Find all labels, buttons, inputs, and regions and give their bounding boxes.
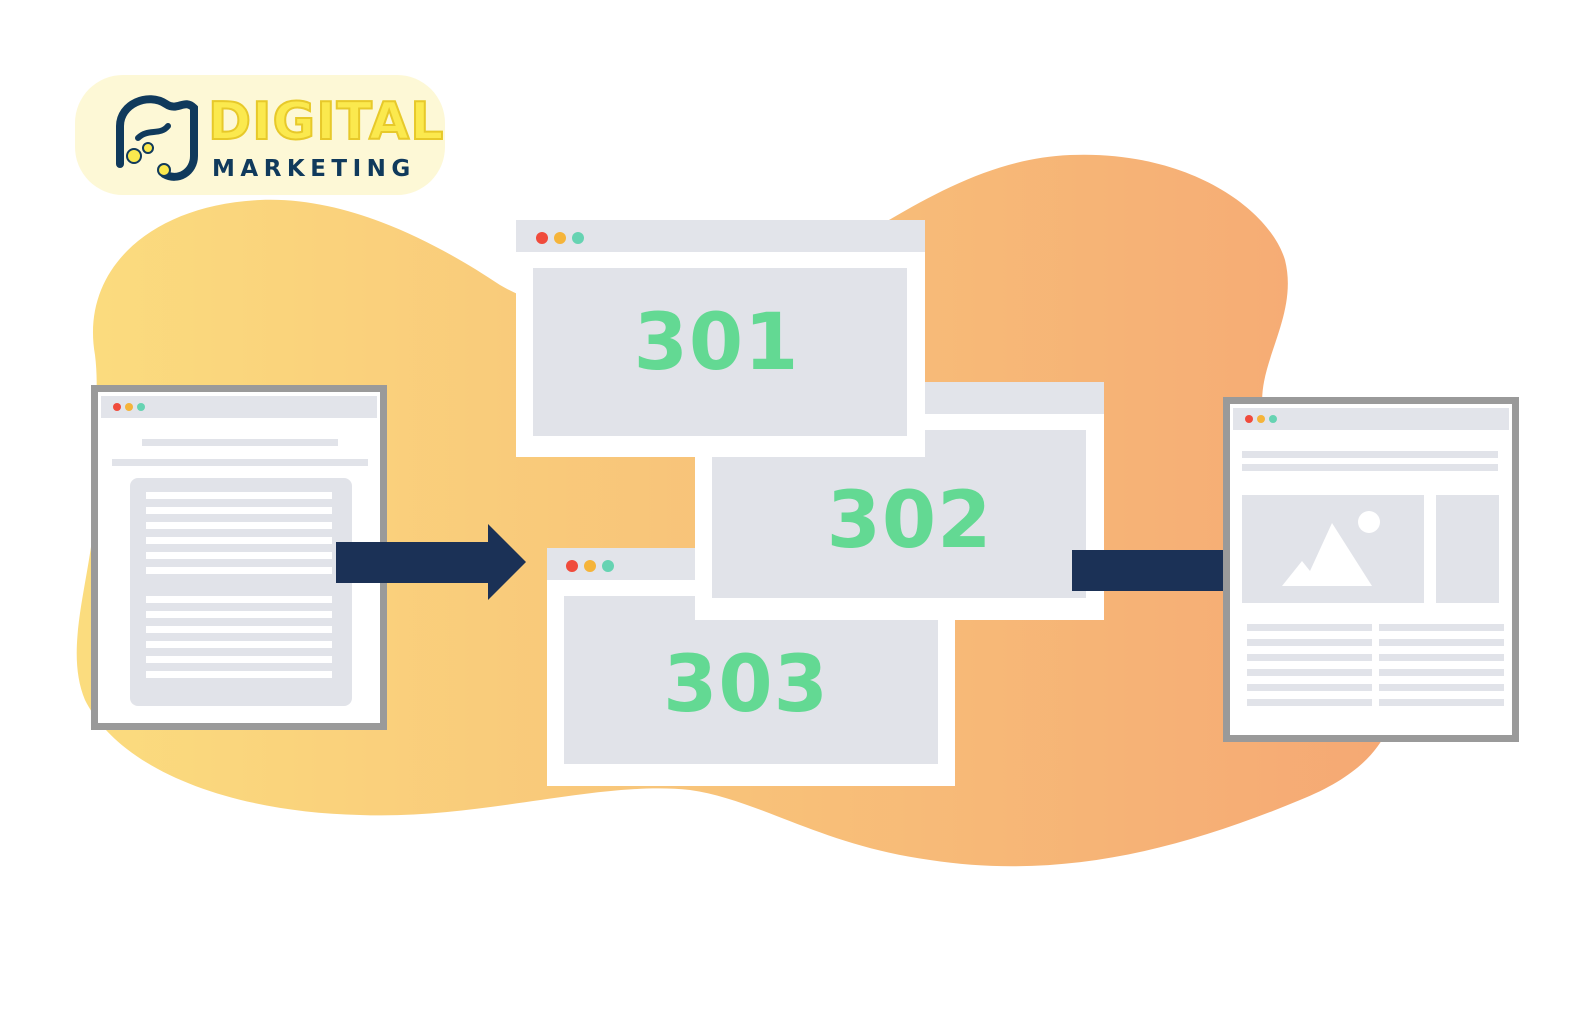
- heading-line: [1242, 451, 1498, 458]
- sidebar-block: [1436, 495, 1499, 603]
- window-dots-icon: [113, 403, 121, 411]
- arrow-right-icon: [336, 524, 526, 600]
- logo-wordmark-digital: DIGITAL: [207, 92, 445, 152]
- status-code-301: 301: [633, 298, 800, 388]
- arrow-right-icon: [1072, 532, 1262, 608]
- window-dots-icon: [1257, 415, 1265, 423]
- heading-line: [112, 459, 368, 466]
- window-dots-icon: [554, 232, 566, 244]
- window-dots-icon: [536, 232, 548, 244]
- window-pane: [533, 268, 907, 436]
- window-dots-icon: [566, 560, 578, 572]
- window-dots-icon: [125, 403, 133, 411]
- logo-mark-icon: [116, 95, 198, 181]
- window-dots-icon: [584, 560, 596, 572]
- hero-image-block: [1242, 495, 1424, 603]
- image-placeholder-icon: [1282, 511, 1380, 586]
- logo-card: [75, 75, 445, 195]
- content-block: [130, 478, 352, 706]
- window-dots-icon: [572, 232, 584, 244]
- heading-line: [1242, 464, 1498, 471]
- window-title-bar: [101, 396, 377, 418]
- window-dots-icon: [602, 560, 614, 572]
- window-pane: [712, 430, 1086, 598]
- destination-page-window: [1223, 397, 1519, 742]
- window-title-bar: [516, 220, 925, 252]
- heading-line: [142, 439, 338, 446]
- window-title-bar: [1233, 408, 1509, 430]
- window-dots-icon: [1269, 415, 1277, 423]
- window-dots-icon: [1245, 415, 1253, 423]
- status-code-303: 303: [663, 640, 829, 730]
- status-code-302: 302: [826, 476, 993, 566]
- window-dots-icon: [137, 403, 145, 411]
- source-page-window: [91, 385, 387, 730]
- logo-wordmark-marketing: MARKETING: [212, 156, 416, 182]
- window-pane: [564, 596, 938, 764]
- redirect-window-301: 301: [516, 220, 925, 457]
